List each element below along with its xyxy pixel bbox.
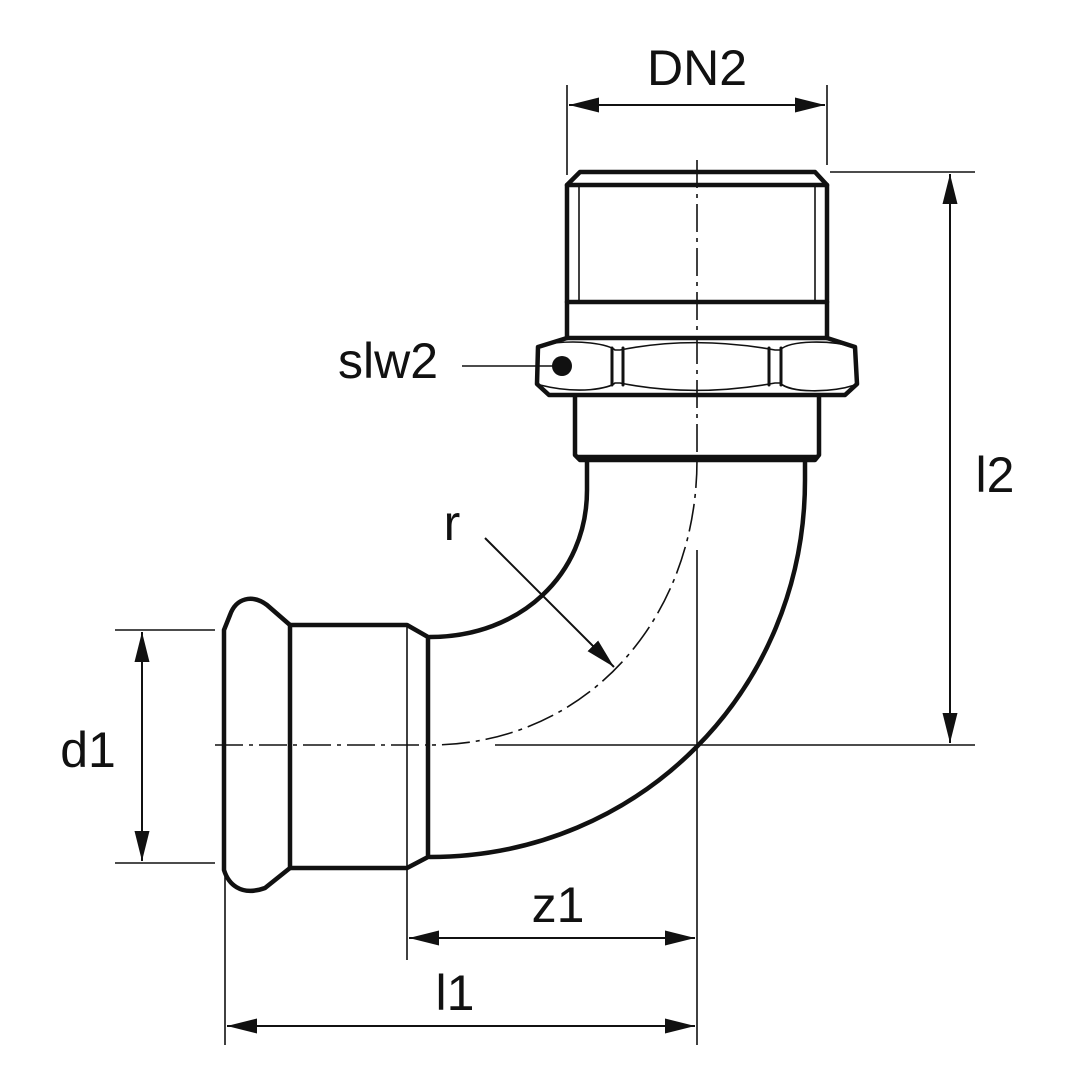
label-r: r (444, 495, 461, 551)
dimension-z1: z1 (409, 877, 695, 946)
label-z1: z1 (532, 877, 585, 933)
center-lines (215, 160, 975, 1045)
press-socket (221, 596, 431, 960)
label-dn2: DN2 (647, 40, 747, 96)
hex-nut (534, 335, 860, 398)
label-l2: l2 (976, 447, 1015, 503)
dimension-slw2: slw2 (338, 333, 572, 389)
bend-body (427, 457, 808, 860)
dimension-l2: l2 (830, 171, 1015, 743)
label-l1: l1 (436, 965, 475, 1021)
male-thread (564, 169, 830, 341)
label-d1: d1 (60, 722, 116, 778)
slw2-dot-icon (552, 356, 572, 376)
neck (572, 394, 822, 463)
label-slw2: slw2 (338, 333, 438, 389)
dimension-r: r (444, 495, 615, 668)
dimension-dn2: DN2 (566, 40, 828, 175)
dimension-d1: d1 (60, 629, 215, 864)
dimension-l1: l1 (224, 875, 695, 1045)
